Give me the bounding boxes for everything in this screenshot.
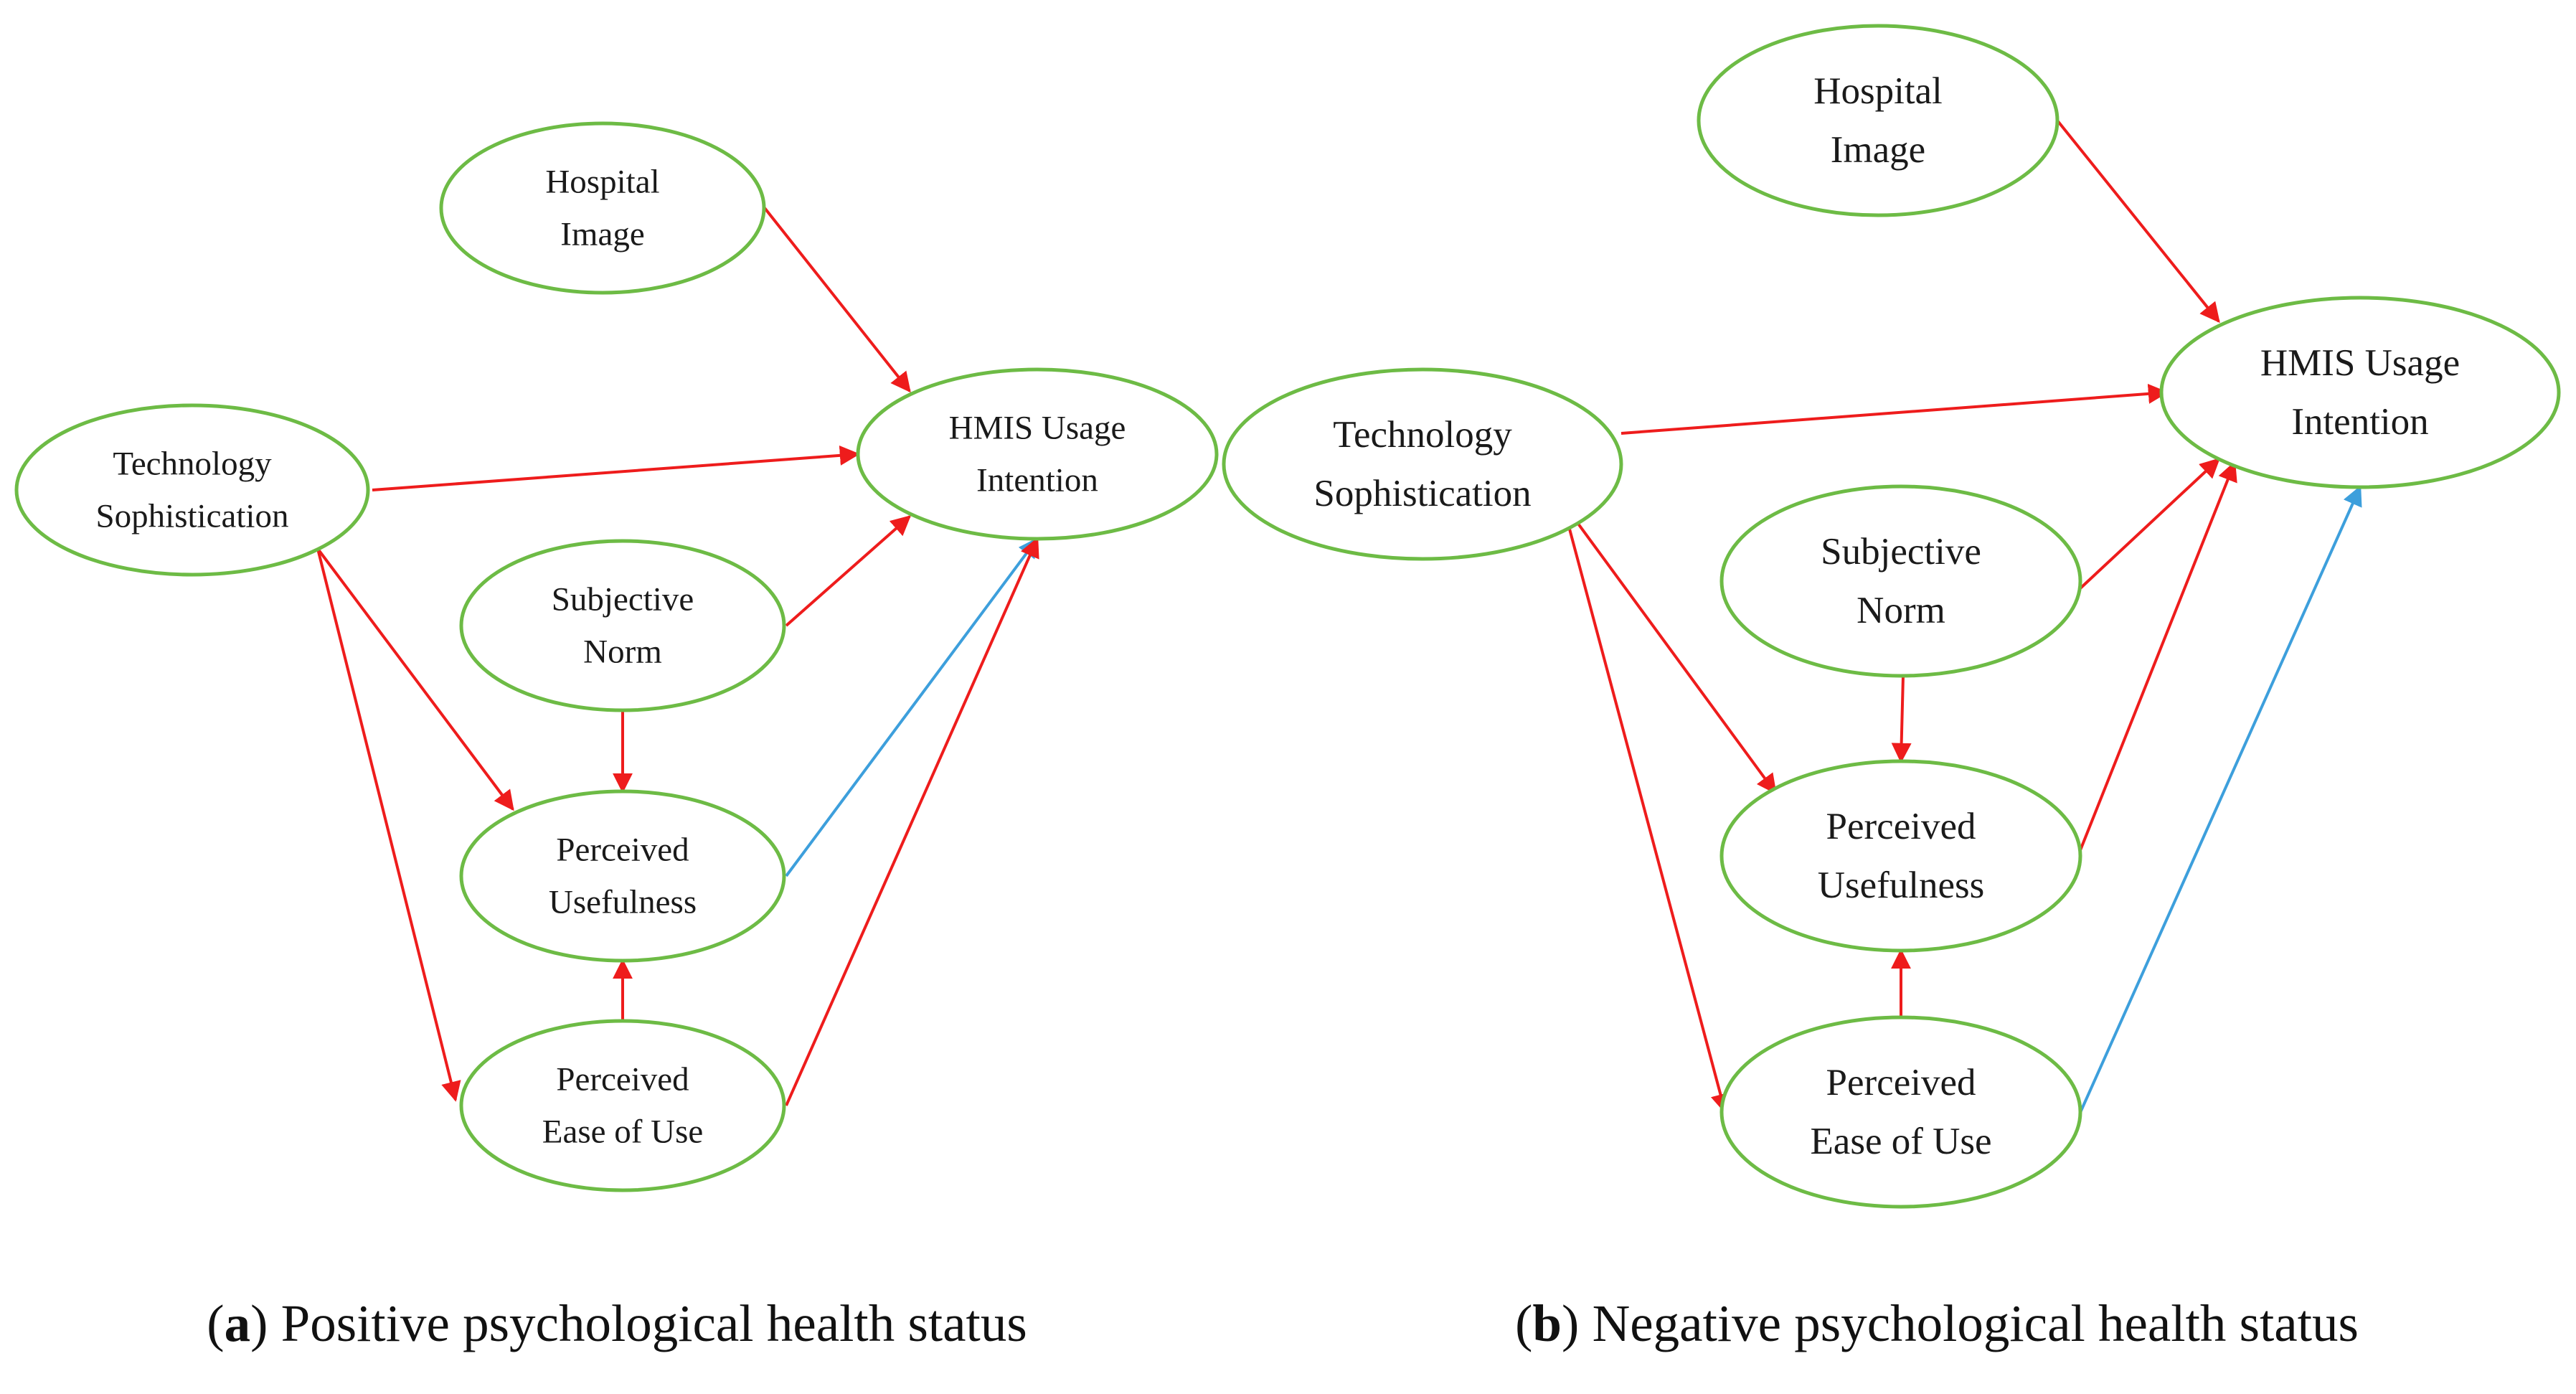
node-ellipse <box>459 789 786 963</box>
node-label-line: Perceived <box>556 1061 689 1098</box>
node-ellipse <box>2159 296 2561 489</box>
caption-b-open: ( <box>1515 1294 1533 1352</box>
node-label-line: Usefulness <box>549 883 697 920</box>
node-ellipse <box>1222 367 1623 561</box>
node-label-line: Perceived <box>1826 806 1976 847</box>
node-label-line: Usefulness <box>1818 865 1985 906</box>
node-label-line: Technology <box>113 446 272 483</box>
node-ellipse <box>439 121 766 295</box>
edge-a-technology-sophistication-to-perceived-ease-of-use <box>316 548 461 1102</box>
node-label-line: Norm <box>583 633 662 670</box>
node-ellipse <box>1697 24 2060 217</box>
node-label-line: Hospital <box>1813 70 1943 112</box>
caption-a-letter: a <box>224 1294 251 1352</box>
caption-panel-b: (b) Negative psychological health status <box>1435 1284 2439 1363</box>
node-label-line: Sophistication <box>96 497 289 534</box>
node-label-line: Intention <box>976 461 1098 499</box>
node-ellipse <box>14 403 370 577</box>
edge-b-subjective-norm-to-hmis-usage-intention <box>2079 458 2221 590</box>
edge-a-perceived-ease-of-use-to-hmis-usage-intention <box>785 537 1039 1106</box>
edge-a-subjective-norm-to-hmis-usage-intention <box>785 515 912 627</box>
edge-b-perceived-ease-of-use-to-hmis-usage-intention <box>2077 485 2362 1116</box>
node-label-line: Subjective <box>1821 531 1981 573</box>
node-label-line: Ease of Use <box>542 1113 703 1150</box>
edge-a-technology-sophistication-to-perceived-usefulness <box>316 547 514 811</box>
edge-b-hospital-image-to-hmis-usage-intention <box>2056 119 2220 324</box>
edges-layer <box>316 119 2362 1116</box>
node-ellipse <box>1719 759 2082 953</box>
node-ellipse <box>459 539 786 712</box>
edge-a-technology-sophistication-to-hmis-usage-intention <box>372 445 860 491</box>
caption-b-letter: b <box>1532 1294 1562 1352</box>
node-label-line: Sophistication <box>1313 473 1531 514</box>
caption-b-text: Negative psychological health status <box>1579 1294 2359 1352</box>
node-label-line: Technology <box>1333 414 1512 456</box>
node-label-line: Ease of Use <box>1810 1121 1991 1162</box>
node-ellipse <box>1719 484 2082 678</box>
edge-b-subjective-norm-to-perceived-usefulness <box>1891 675 1912 763</box>
node-label-line: Perceived <box>556 832 689 869</box>
caption-a-open: ( <box>207 1294 225 1352</box>
caption-a-text: Positive psychological health status <box>268 1294 1027 1352</box>
edge-b-technology-sophistication-to-perceived-usefulness <box>1561 501 1777 795</box>
edge-b-technology-sophistication-to-perceived-ease-of-use <box>1561 501 1731 1114</box>
edge-a-hospital-image-to-hmis-usage-intention <box>763 207 911 393</box>
node-label-line: Norm <box>1856 590 1945 631</box>
caption-panel-a: (a) Positive psychological health status <box>115 1284 1119 1363</box>
edge-a-perceived-usefulness-to-hmis-usage-intention <box>785 537 1039 877</box>
edge-b-technology-sophistication-to-hmis-usage-intention <box>1620 383 2169 435</box>
caption-a-close: ) <box>250 1294 268 1352</box>
node-ellipse <box>459 1019 786 1192</box>
node-label-line: Perceived <box>1826 1062 1976 1103</box>
node-label-line: Subjective <box>552 581 694 618</box>
node-label-line: Intention <box>2291 401 2428 443</box>
node-ellipse <box>1719 1015 2082 1209</box>
edge-b-perceived-usefulness-to-hmis-usage-intention <box>2077 461 2237 854</box>
node-label-line: HMIS Usage <box>2260 342 2460 384</box>
caption-b-close: ) <box>1562 1294 1580 1352</box>
node-ellipse <box>856 367 1219 541</box>
node-label-line: Image <box>560 215 644 253</box>
node-label-line: Image <box>1831 129 1925 171</box>
node-label-line: Hospital <box>545 164 659 201</box>
node-label-line: HMIS Usage <box>949 410 1126 447</box>
